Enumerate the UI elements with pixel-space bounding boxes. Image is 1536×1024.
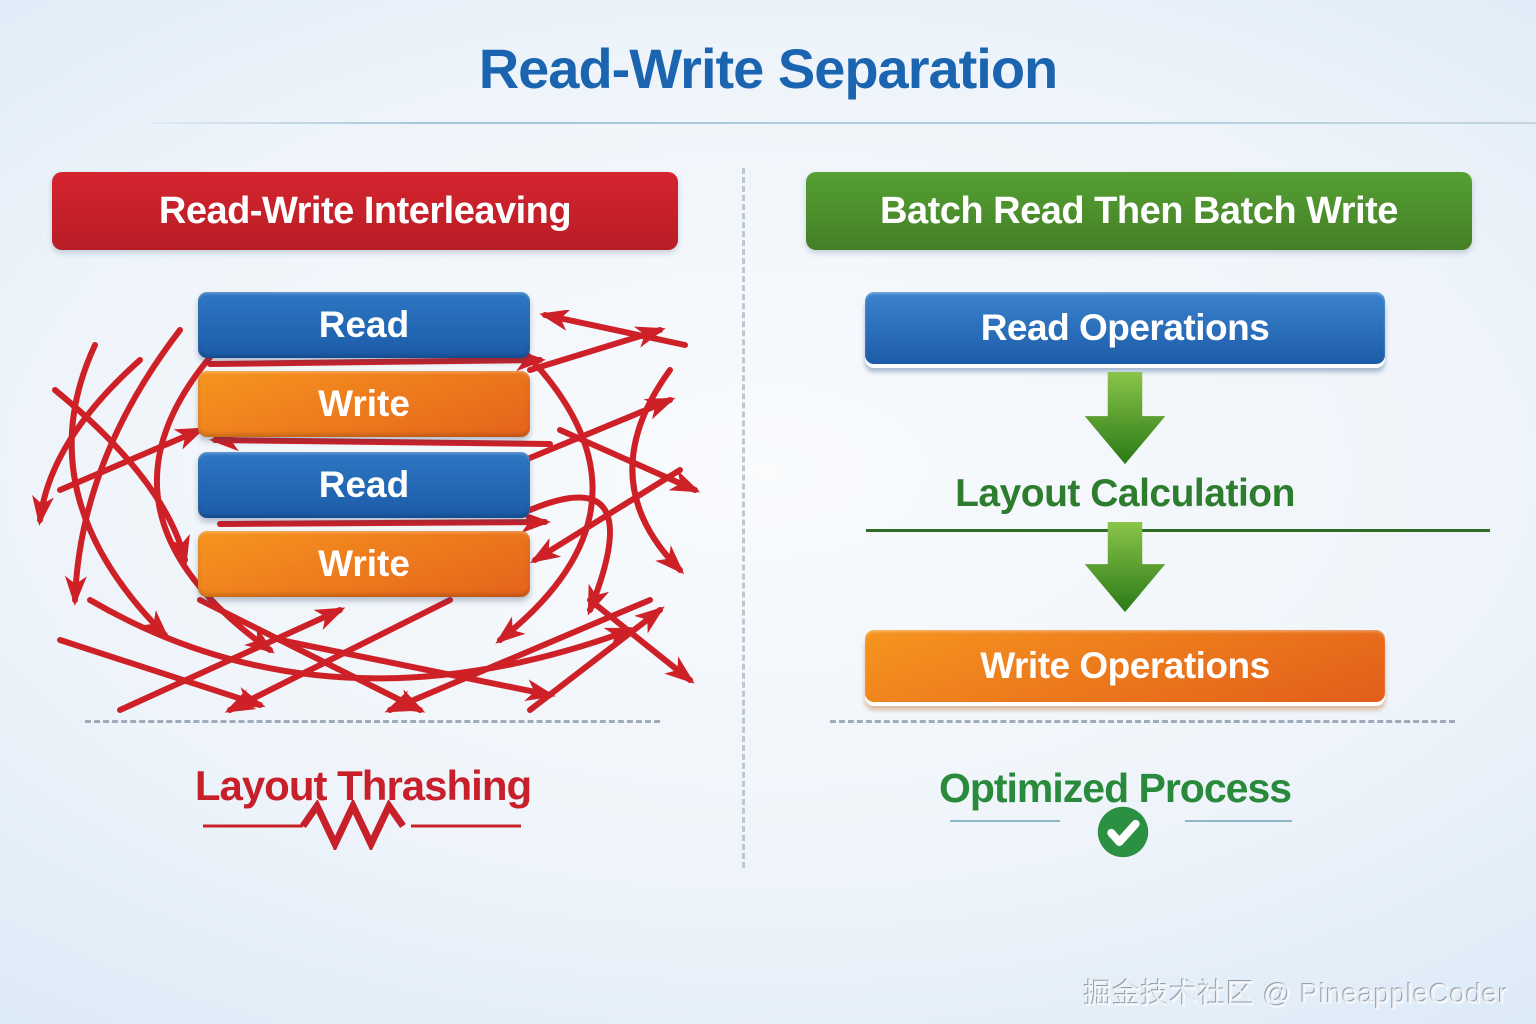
check-rule-right [1185,820,1292,822]
read-box-1: Read [198,292,530,358]
right-caption: Optimized Process [938,765,1292,811]
write-box-2-label: Write [318,543,410,584]
read-operations-box: Read Operations [865,292,1385,364]
right-footer-divider [830,720,1455,723]
down-arrow-icon [1084,372,1166,465]
write-box-1: Write [198,371,530,437]
zigzag-icon [203,800,521,850]
write-operations-box: Write Operations [865,630,1385,702]
right-panel-header: Batch Read Then Batch Write [806,172,1472,250]
page-title: Read-Write Separation [478,37,1059,100]
title-underline [150,122,1536,124]
chaos-arrows-icon [32,310,700,713]
left-footer-divider [85,720,660,723]
panel-divider [742,168,745,868]
write-operations-label: Write Operations [980,645,1270,686]
layout-calculation-label: Layout Calculation [955,472,1295,515]
watermark: 掘金技术社区 @ PineappleCoder [1083,978,1508,1009]
step-underline [866,529,1490,532]
check-icon [1097,806,1149,858]
read-box-1-label: Read [318,304,410,345]
down-arrow-icon [1084,522,1166,613]
read-box-2: Read [198,452,530,518]
read-operations-label: Read Operations [980,307,1270,348]
check-rule-left [950,820,1060,822]
left-panel-header: Read-Write Interleaving [52,172,678,250]
left-panel-header-label: Read-Write Interleaving [158,189,572,232]
write-box-1-label: Write [318,383,410,424]
right-panel-header-label: Batch Read Then Batch Write [880,189,1398,232]
left-caption: Layout Thrashing [194,762,532,809]
write-box-2: Write [198,531,530,597]
read-box-2-label: Read [318,464,410,505]
